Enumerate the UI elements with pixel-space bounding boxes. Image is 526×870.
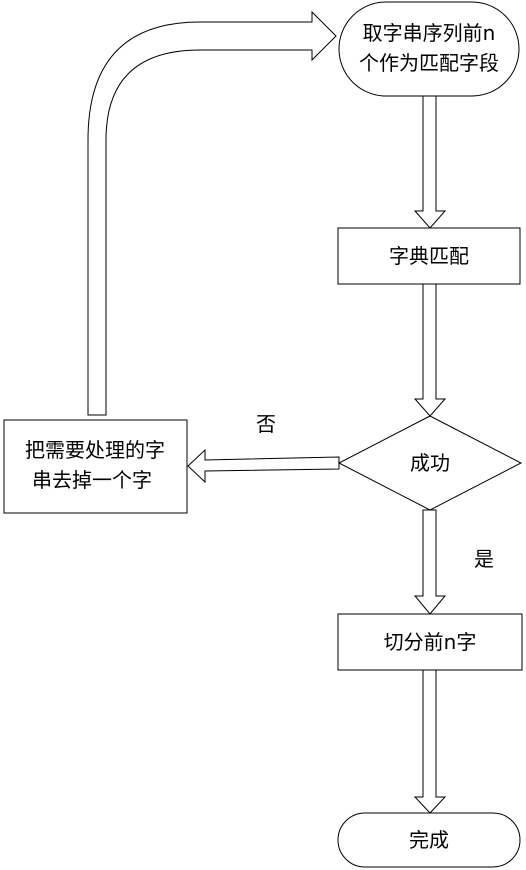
start-node-line2: 个作为匹配字段 xyxy=(359,51,499,75)
cut-prefix-label: 切分前n字 xyxy=(384,630,477,654)
remove-char-line1: 把需要处理的字 xyxy=(25,438,165,462)
arrow-start-to-match xyxy=(413,95,447,229)
edge-label-yes: 是 xyxy=(474,547,494,571)
arrow-match-to-decision xyxy=(413,283,447,417)
start-node-line1: 取字串序列前n xyxy=(363,21,496,45)
arrow-cut-to-done xyxy=(413,669,447,814)
arrow-decision-to-remove xyxy=(187,448,340,484)
start-node xyxy=(338,1,520,97)
done-label: 完成 xyxy=(409,828,449,852)
remove-char-line2: 串去掉一个字 xyxy=(32,468,152,492)
decision-label: 成功 xyxy=(410,451,450,475)
done-node xyxy=(337,812,521,868)
cut-prefix-node xyxy=(337,613,523,671)
edge-label-no: 否 xyxy=(256,412,276,436)
arrow-loop-back xyxy=(87,10,337,416)
decision-node xyxy=(337,415,523,511)
remove-char-node xyxy=(3,419,188,514)
arrow-decision-to-cut xyxy=(413,509,447,615)
dict-match-node xyxy=(337,227,521,285)
dict-match-label: 字典匹配 xyxy=(389,244,469,268)
